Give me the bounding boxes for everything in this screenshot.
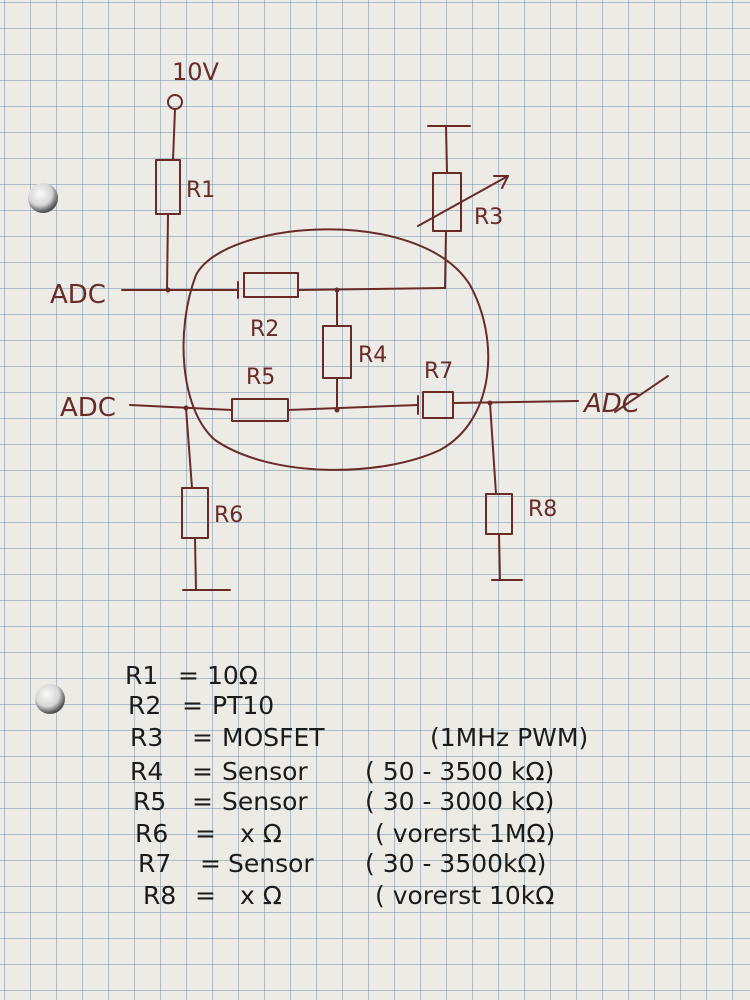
legend-value: Sensor: [228, 849, 314, 878]
adc-label-right: ADC: [582, 389, 641, 419]
legend-row: R4 = Sensor ( 50 - 3500 kΩ): [130, 757, 554, 786]
legend-note: ( 30 - 3000 kΩ): [365, 787, 554, 816]
sensor-enclosure: [182, 228, 490, 471]
strike-through: [614, 375, 669, 413]
adc-label-top: ADC: [50, 280, 106, 310]
wire: [287, 404, 419, 411]
resistor-r8: [485, 493, 513, 535]
wire: [489, 402, 497, 495]
legend-note: ( 50 - 3500 kΩ): [365, 757, 554, 786]
wire: [445, 125, 448, 174]
legend-name: R5: [133, 787, 166, 816]
legend-note: (1MHz PWM): [430, 723, 588, 752]
legend-row: R1 = 10Ω: [125, 661, 258, 690]
legend-name: R6: [135, 819, 168, 848]
legend-name: R2: [128, 691, 161, 720]
resistor-r6: [181, 487, 209, 539]
legend-row: R5 = Sensor ( 30 - 3000 kΩ): [133, 787, 554, 816]
junction: [165, 287, 171, 293]
supply-label: 10V: [172, 58, 220, 86]
legend-name: R7: [138, 849, 171, 878]
legend-row: R6 = x Ω ( vorerst 1MΩ): [135, 819, 555, 848]
legend-note: ( vorerst 1MΩ): [375, 819, 555, 848]
wire: [166, 213, 169, 291]
legend-eq: =: [200, 849, 221, 878]
legend-row: R3 = MOSFET (1MHz PWM): [130, 723, 588, 752]
adc-label-left: ADC: [60, 393, 116, 423]
legend-row: R8 = x Ω ( vorerst 10kΩ: [143, 881, 554, 910]
r1-label: R1: [186, 178, 215, 203]
legend-eq: =: [195, 881, 216, 910]
r6-label: R6: [214, 503, 243, 528]
r4-label: R4: [358, 343, 387, 368]
legend-eq: =: [192, 787, 213, 816]
legend-eq: =: [192, 723, 213, 752]
legend-value: Sensor: [222, 757, 308, 786]
r7-label: R7: [424, 359, 453, 384]
resistor-r3: [432, 172, 462, 232]
wire: [129, 404, 233, 411]
r8-label: R8: [528, 497, 557, 522]
resistor-r2: [243, 272, 299, 298]
resistor-r5: [231, 398, 289, 422]
legend-row: R2 = PT10: [128, 691, 274, 720]
wire: [185, 407, 193, 489]
r3-label: R3: [474, 205, 503, 230]
junction: [183, 405, 189, 411]
junction: [334, 407, 340, 413]
legend-value: MOSFET: [222, 723, 325, 752]
resistor-r4: [322, 325, 352, 379]
r5-label: R5: [246, 365, 275, 390]
legend-name: R4: [130, 757, 163, 786]
resistor-r1: [155, 159, 181, 215]
legend-name: R3: [130, 723, 163, 752]
wire: [297, 287, 446, 291]
legend-eq: =: [195, 819, 216, 848]
legend-note: ( vorerst 10kΩ: [375, 881, 554, 910]
r2-label: R2: [250, 317, 279, 342]
legend-value: PT10: [212, 691, 274, 720]
variable-arrow: [417, 175, 509, 227]
legend-value: x Ω: [240, 819, 282, 848]
legend-note: ( 30 - 3500kΩ): [365, 849, 546, 878]
arrow-icon: [493, 175, 509, 189]
legend-value: 10Ω: [207, 661, 258, 690]
resistor-r7: [422, 391, 454, 419]
legend-eq: =: [178, 661, 199, 690]
punch-hole-top: [28, 183, 58, 213]
junction: [487, 400, 493, 406]
legend-eq: =: [192, 757, 213, 786]
supply-terminal: [167, 94, 183, 110]
legend-name: R1: [125, 661, 158, 690]
legend-value: Sensor: [222, 787, 308, 816]
wire: [194, 537, 197, 591]
wire: [172, 108, 176, 161]
legend-value: x Ω: [240, 881, 282, 910]
wire: [498, 533, 501, 581]
legend-eq: =: [182, 691, 203, 720]
punch-hole-bottom: [35, 684, 65, 714]
junction: [334, 287, 340, 293]
wire: [452, 400, 579, 404]
legend-name: R8: [143, 881, 176, 910]
legend-row: R7 = Sensor ( 30 - 3500kΩ): [138, 849, 546, 878]
